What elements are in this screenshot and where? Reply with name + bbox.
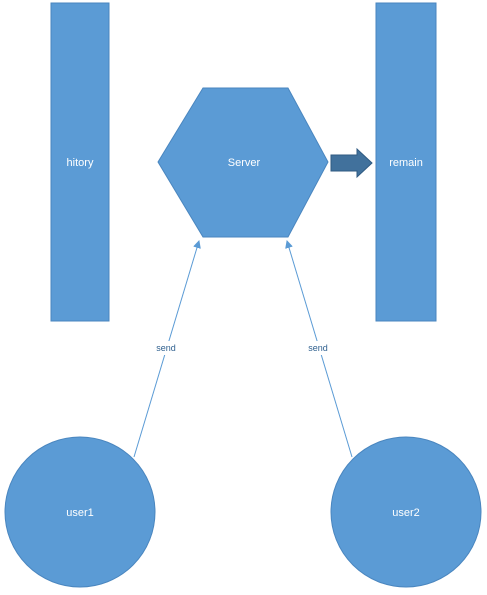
block-arrow (330, 147, 373, 179)
user2-label: user2 (392, 507, 420, 519)
user1-node: user1 (4, 436, 156, 588)
edge-label-user1: send (156, 343, 176, 353)
server-label: Server (228, 157, 261, 169)
remain-rect (375, 2, 437, 322)
server-hexagon (157, 87, 329, 238)
remain-label: remain (389, 157, 423, 169)
server-node: Server (157, 87, 329, 238)
history-rect (50, 2, 110, 322)
edge-label-bg-user2 (304, 341, 332, 355)
edge-label-user2: send (308, 343, 328, 353)
user2-circle (330, 436, 482, 588)
user1-circle (4, 436, 156, 588)
history-node: hitory (50, 2, 110, 322)
user2-node: user2 (330, 436, 482, 588)
history-label: hitory (67, 157, 94, 169)
user1-label: user1 (66, 507, 94, 519)
remain-node: remain (375, 2, 437, 322)
edge-label-bg-user1 (152, 341, 180, 355)
